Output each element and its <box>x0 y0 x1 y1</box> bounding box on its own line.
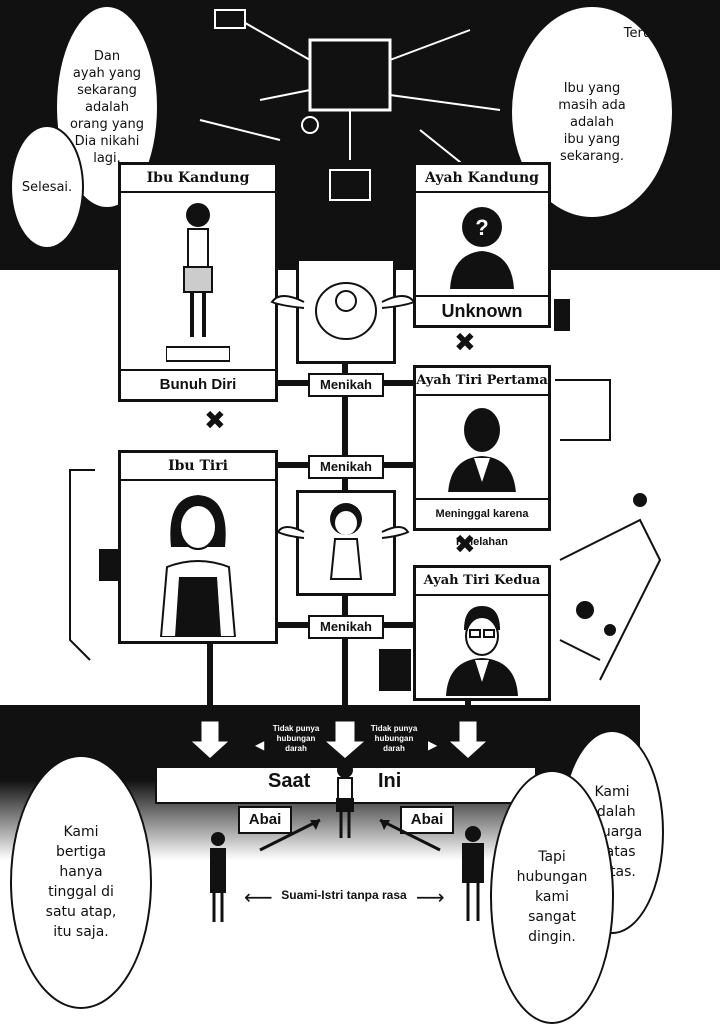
right-white-area <box>640 270 720 710</box>
no-blood-relation-right: Tidak punya hubungan darah <box>370 724 418 753</box>
hanging-girl-figure <box>166 203 230 362</box>
panel-caption: Meninggal karena Kelelahan <box>416 498 548 548</box>
left-white-area <box>0 270 95 710</box>
panel-ibu-kandung: Ibu Kandung Bunuh Diri <box>118 162 278 402</box>
panel-ayah-tiri-pertama: Ayah Tiri Pertama Meninggal karena Kelel… <box>413 365 551 548</box>
cross-icon: ✖ <box>454 328 476 358</box>
panel-child <box>296 490 396 596</box>
panel-ayah-tiri-kedua: Ayah Tiri Kedua <box>413 565 551 701</box>
saat-label: Saat <box>268 770 311 792</box>
panel-title: Ayah Tiri Kedua <box>416 568 548 596</box>
stepfather-small-figure <box>462 826 484 921</box>
arrow-right-icon: ▶ <box>428 738 438 752</box>
double-arrow-icon: ⟶ <box>416 885 445 909</box>
board-code-label: AA02 <box>552 240 561 260</box>
down-arrows <box>184 718 494 763</box>
baby-figure <box>315 282 377 340</box>
wing-left-icon <box>276 526 305 539</box>
svg-text:?: ? <box>475 215 488 240</box>
menikah-tag-3: Menikah <box>308 615 384 639</box>
wing-left-icon <box>270 295 305 309</box>
present-girl-figure <box>336 762 354 838</box>
suami-istri-label: Suami-Istri tanpa rasa <box>281 888 407 902</box>
panel-title: Ayah Kandung <box>416 165 548 193</box>
panel-caption: Bunuh Diri <box>121 369 275 399</box>
abai-right-tag: Abai <box>400 806 454 834</box>
man-silhouette <box>448 408 516 492</box>
speech-bubble-bottom-right-b: Tapi hubungan kami sangat dingin. <box>490 770 614 1024</box>
wing-right-icon <box>381 295 416 309</box>
no-blood-relation-left: Tidak punya hubungan darah <box>272 724 320 753</box>
wing-right-icon <box>381 526 410 539</box>
second-stepfather-figure <box>446 606 518 696</box>
cross-icon: ✖ <box>204 406 226 436</box>
panel-title: Ayah Tiri Pertama <box>416 368 548 396</box>
child-figure <box>329 503 363 580</box>
speech-bubble-bottom-left: Kami bertiga hanya tinggal di satu atap,… <box>10 755 152 1009</box>
cross-icon: ✖ <box>454 530 476 560</box>
stepmother-small-figure <box>210 832 226 922</box>
abai-arrows <box>259 818 441 852</box>
panel-ayah-kandung: Ayah Kandung ? Unknown <box>413 162 551 328</box>
panel-baby <box>296 258 396 364</box>
ini-label: Ini <box>378 770 402 792</box>
menikah-tag-1: Menikah <box>308 373 384 397</box>
abai-left-tag: Abai <box>238 806 292 834</box>
stepmother-figure <box>159 495 237 637</box>
panel-title: Ibu Kandung <box>121 165 275 193</box>
panel-title: Ibu Tiri <box>121 453 275 481</box>
speech-bubble-left-small: Selesai. <box>10 125 84 249</box>
double-arrow-icon: ⟵ <box>244 885 273 909</box>
bubble-text-terus: Terus, <box>623 26 662 41</box>
bubble-text-ibu-sekarang: Ibu yang masih ada adalah ibu yang sekar… <box>558 80 626 164</box>
menikah-tag-2: Menikah <box>308 455 384 479</box>
panel-caption: Unknown <box>416 295 548 325</box>
panel-ibu-tiri: Ibu Tiri <box>118 450 278 644</box>
arrow-left-icon: ◀ <box>255 738 265 752</box>
unknown-silhouette: ? <box>450 207 514 289</box>
